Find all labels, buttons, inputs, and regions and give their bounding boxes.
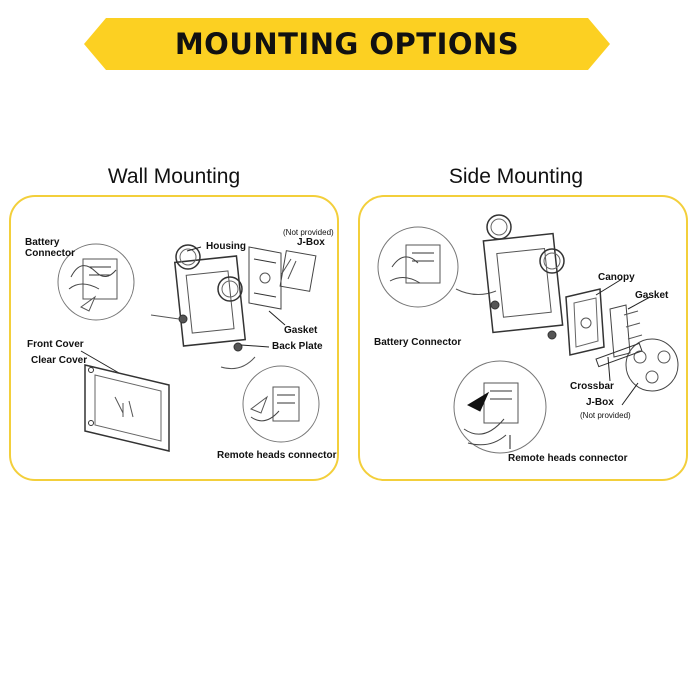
housing-frame bbox=[173, 255, 247, 347]
label-remote-heads-connector: Remote heads connector bbox=[508, 453, 628, 464]
battery-connector-detail bbox=[377, 226, 459, 308]
gasket-shape bbox=[609, 304, 631, 358]
page-title: MOUNTING OPTIONS bbox=[174, 27, 520, 61]
jbox-shape bbox=[279, 250, 317, 292]
label-housing: Housing bbox=[206, 241, 246, 252]
label-front-cover: Front Cover bbox=[27, 339, 84, 350]
label-battery-connector: Battery Connector bbox=[25, 237, 75, 259]
lamp-head-right bbox=[217, 276, 243, 302]
jbox-shape bbox=[625, 338, 679, 392]
wall-mounting-diagram bbox=[57, 243, 320, 452]
gasket-plate bbox=[248, 246, 282, 310]
label-remote-heads-connector: Remote heads connector bbox=[217, 450, 337, 461]
header-banner bbox=[84, 18, 610, 70]
label-not-provided: (Not provided) bbox=[283, 228, 334, 237]
lamp-head-left bbox=[175, 244, 201, 270]
lamp-head-right bbox=[539, 248, 565, 274]
banner-shape bbox=[84, 18, 610, 70]
arrow-icon bbox=[466, 391, 490, 412]
label-canopy: Canopy bbox=[598, 272, 635, 283]
label-crossbar: Crossbar bbox=[570, 381, 614, 392]
label-jbox: J-Box bbox=[586, 397, 614, 408]
side-mounting-diagram bbox=[377, 214, 679, 454]
label-clear-cover: Clear Cover bbox=[31, 355, 88, 366]
arrow-icon bbox=[80, 295, 97, 312]
lamp-head-left bbox=[486, 214, 512, 240]
housing-frame bbox=[482, 232, 564, 334]
remote-heads-detail bbox=[242, 365, 320, 443]
label-battery-connector: Battery Connector bbox=[374, 337, 462, 348]
canopy-shape bbox=[565, 288, 605, 356]
arrow-icon bbox=[249, 395, 269, 414]
battery-connector-detail bbox=[57, 243, 135, 321]
label-not-provided: (Not provided) bbox=[580, 411, 631, 420]
crossbar-shape bbox=[595, 342, 643, 368]
side-mounting-panel: Battery Connector Canopy Gasket Crossbar… bbox=[358, 195, 688, 481]
label-gasket: Gasket bbox=[284, 325, 318, 336]
remote-heads-detail bbox=[453, 360, 547, 454]
side-mounting-title: Side Mounting bbox=[448, 165, 584, 188]
label-gasket: Gasket bbox=[635, 290, 669, 301]
wall-mounting-panel: Battery Connector Housing (Not provided)… bbox=[9, 195, 339, 481]
label-back-plate: Back Plate bbox=[272, 341, 323, 352]
label-jbox: J-Box bbox=[297, 237, 325, 248]
wall-mounting-title: Wall Mounting bbox=[107, 165, 241, 188]
front-cover-shape bbox=[84, 364, 170, 452]
